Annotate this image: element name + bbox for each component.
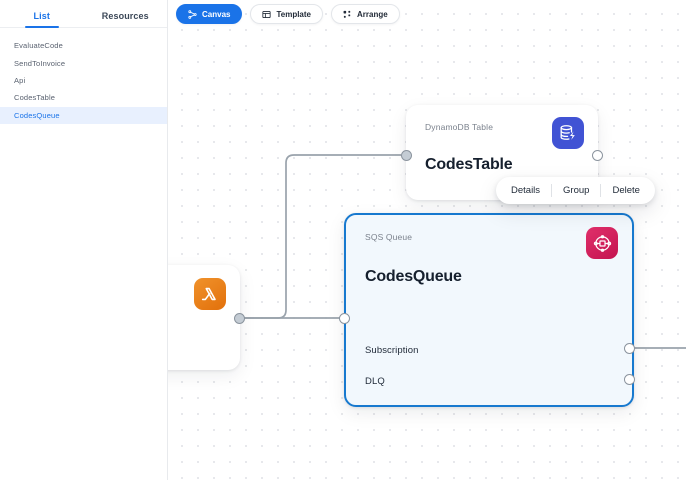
port-label-dlq: DLQ xyxy=(365,376,385,387)
node-kind-label: DynamoDB Table xyxy=(425,122,494,132)
dynamodb-icon xyxy=(552,117,584,149)
sidebar-item-api[interactable]: Api xyxy=(14,75,26,85)
canvas-icon xyxy=(188,9,197,19)
context-menu-divider xyxy=(600,184,602,197)
port-sqs-subscription[interactable] xyxy=(624,343,635,354)
sidebar-item-codestable[interactable]: CodesTable xyxy=(14,93,56,103)
port-lambda-output[interactable] xyxy=(234,313,245,324)
port-dynamodb-output[interactable] xyxy=(592,150,603,161)
context-menu-group[interactable]: Group xyxy=(563,185,590,196)
sidebar-list: EvaluateCode SendToInvoice Api CodesTabl… xyxy=(0,28,167,124)
tab-resources[interactable]: Resources xyxy=(101,11,149,21)
canvas-toolbar: Canvas Template xyxy=(176,4,400,24)
context-menu-details[interactable]: Details xyxy=(511,185,541,196)
lambda-icon xyxy=(194,278,226,310)
sidebar-item-codesqueue[interactable]: CodesQueue xyxy=(0,106,167,124)
context-menu-delete[interactable]: Delete xyxy=(612,185,640,196)
arrange-button[interactable]: Arrange xyxy=(331,4,400,24)
template-view-label: Template xyxy=(276,9,311,19)
sidebar-item-evaluatecode[interactable]: EvaluateCode xyxy=(14,41,63,51)
canvas-view-label: Canvas xyxy=(202,9,231,19)
port-dynamodb-input[interactable] xyxy=(401,150,412,161)
port-sqs-input[interactable] xyxy=(339,313,350,324)
node-sqs-queue[interactable]: SQS Queue CodesQueue Subscription DLQ xyxy=(344,213,634,407)
node-lambda[interactable] xyxy=(168,265,240,370)
arrange-label: Arrange xyxy=(357,9,388,19)
sqs-icon xyxy=(586,227,618,259)
arrange-icon xyxy=(343,10,352,19)
node-kind-label: SQS Queue xyxy=(365,232,413,242)
port-sqs-dlq[interactable] xyxy=(624,374,635,385)
sidebar-item-sendtoinvoice[interactable]: SendToInvoice xyxy=(14,58,66,68)
node-title-codestable: CodesTable xyxy=(425,156,513,173)
node-context-menu: Details Group Delete xyxy=(496,177,655,204)
context-menu-divider xyxy=(551,184,553,197)
template-icon xyxy=(262,10,272,19)
template-view-button[interactable]: Template xyxy=(250,4,323,24)
tab-list[interactable]: List xyxy=(0,11,84,27)
sidebar: List Resources EvaluateCode SendToInvoic… xyxy=(0,0,168,480)
node-title-codesqueue: CodesQueue xyxy=(365,268,462,285)
sidebar-tabs: List Resources xyxy=(0,0,167,28)
canvas-view-button[interactable]: Canvas xyxy=(176,4,243,24)
port-label-subscription: Subscription xyxy=(365,345,419,356)
diagram-canvas[interactable]: Canvas Template xyxy=(168,0,686,480)
